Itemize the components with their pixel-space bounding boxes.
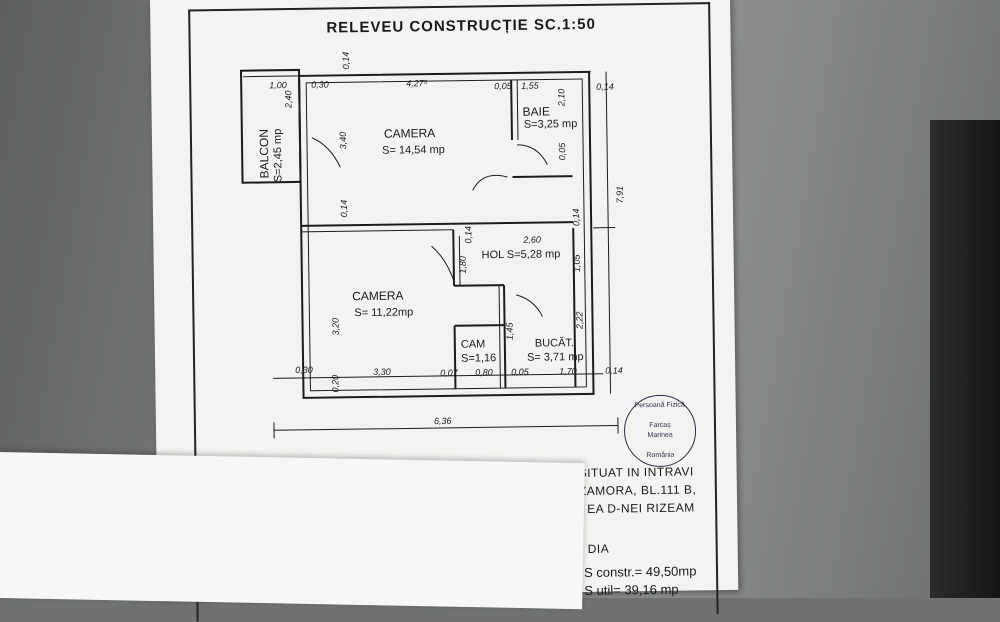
dim-label: 1,80 <box>458 256 468 274</box>
dim-label: 0,14 <box>339 200 349 218</box>
dim-label: 0,30 <box>295 365 313 375</box>
dim-label: 0,14 <box>571 208 581 226</box>
address-line-4: DIA <box>588 542 610 556</box>
dim-label: 0,14 <box>341 52 351 70</box>
dim-label: 0,14 <box>605 365 623 375</box>
dim-label: 3,20 <box>330 318 340 336</box>
signature-stamp: Persoană Fizică Farcaș Marinea România <box>624 394 697 467</box>
overlapping-blank-paper <box>0 452 585 609</box>
dim-label: 2,22 <box>574 311 584 329</box>
dim-label: 0,05 <box>494 81 512 91</box>
dim-label: 4,27⁵ <box>406 78 427 88</box>
dim-label: 1,70 <box>559 366 577 376</box>
room-bucatarie-label: BUCĂT. <box>535 337 574 350</box>
dim-label: 1,55 <box>521 81 539 91</box>
stamp-text: Marinea <box>625 431 695 439</box>
room-bucatarie-area: S= 3,71 mp <box>527 351 584 364</box>
room-baie-label: BAIE <box>522 104 550 118</box>
stamp-text: Farcaș <box>625 421 695 429</box>
stamp-text: România <box>625 451 695 459</box>
address-line-3: EA D-NEI RIZEAM <box>587 500 695 515</box>
dim-label: 0,80 <box>475 367 493 377</box>
dim-label: 0,05 <box>557 143 567 161</box>
dim-label: 1,45 <box>505 322 515 340</box>
stamp-text: Persoană Fizică <box>625 401 695 409</box>
room-balcon-area: S=2,45 mp <box>272 129 285 183</box>
dim-label: 0,30 <box>311 80 329 90</box>
room-hol-label: HOL S=5,28 mp <box>482 248 561 261</box>
dim-label: 0,05 <box>511 367 529 377</box>
dim-label: 2,10 <box>556 89 566 107</box>
address-line-2: ZAMORA, BL.111 B, <box>579 482 697 498</box>
address-line-1: SITUAT IN INTRAVI <box>579 464 694 480</box>
dim-label: 0,07 <box>440 368 458 378</box>
room-balcon-label: BALCON <box>257 129 272 179</box>
dim-label: 0,14 <box>596 82 614 92</box>
dim-label: 6,36 <box>434 416 452 426</box>
room-camera-2-label: CAMERA <box>352 288 404 303</box>
room-cam-label: CAM <box>461 338 486 350</box>
dim-label: 0,20 <box>330 375 340 393</box>
usable-area: S util= 39,16 mp <box>584 582 679 598</box>
room-cam-area: S=1,16 <box>461 352 496 364</box>
room-camera-1-label: CAMERA <box>384 126 436 141</box>
dim-label: 3,30 <box>373 367 391 377</box>
room-camera-2-area: S= 11,22mp <box>354 306 413 319</box>
room-baie-area: S=3,25 mp <box>524 118 578 131</box>
dim-label: 1,00 <box>269 80 287 90</box>
constructed-area: S constr.= 49,50mp <box>584 563 697 580</box>
dark-object <box>930 120 1000 598</box>
dim-label: 1,05 <box>572 254 582 272</box>
dim-label: 0,14 <box>463 226 473 244</box>
dim-label: 2,40 <box>283 90 293 108</box>
room-camera-1-area: S= 14,54 mp <box>382 144 445 157</box>
dim-label: 7,91 <box>615 186 625 204</box>
dim-label: 3,40 <box>338 132 348 150</box>
dim-label: 2,60 <box>523 235 541 245</box>
